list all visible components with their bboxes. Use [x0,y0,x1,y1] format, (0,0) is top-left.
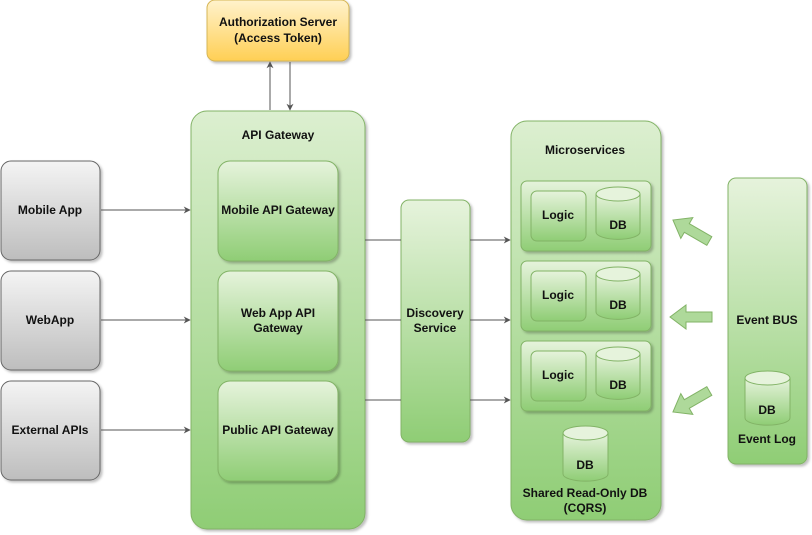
mobile-api-gateway-label: Mobile API Gateway [221,203,335,217]
event-log-db-label: DB [758,403,776,417]
microservice-1[interactable]: Logic DB [520,180,652,252]
web-gateway-label-line1: Web App API [241,306,315,320]
client-external-apis[interactable]: External APIs [0,380,101,481]
db-icon-2 [595,266,641,320]
db-label-3: DB [609,378,627,392]
logic-box-1[interactable] [530,190,587,242]
client-mobile-label: Mobile App [18,203,82,217]
shared-read-only-db[interactable]: DB Shared Read-Only DB (CQRS) [523,425,648,515]
event-arrows [669,216,713,416]
logic-label-2: Logic [542,288,574,302]
event-bus[interactable]: Event BUS DB Event Log [727,177,808,465]
db-icon-3 [595,346,641,400]
shared-db-caption-line1: Shared Read-Only DB [523,486,648,500]
authorization-server-box[interactable]: Authorization Server (Access Token) [206,0,350,62]
event-bus-title: Event BUS [736,313,797,327]
event-arrow-left [669,304,713,330]
mobile-api-gateway[interactable]: Mobile API Gateway [217,160,339,262]
discovery-label-line1: Discovery [406,306,464,320]
microservices-title: Microservices [545,143,625,157]
db-label-2: DB [609,298,627,312]
public-api-gateway-label: Public API Gateway [222,423,334,437]
client-external-label: External APIs [12,423,89,437]
discovery-label-line2: Service [414,321,457,335]
logic-label-3: Logic [542,368,574,382]
web-app-api-gateway[interactable]: Web App API Gateway [217,270,339,372]
discovery-service[interactable]: Discovery Service [400,199,471,443]
client-mobile-app[interactable]: Mobile App [0,160,101,261]
event-log-db-icon [744,370,791,426]
client-webapp[interactable]: WebApp [0,270,101,371]
shared-db-caption-line2: (CQRS) [564,501,607,515]
api-gateway-title: API Gateway [242,128,315,142]
logic-box-3[interactable] [530,350,587,402]
web-gateway-label-line2: Gateway [253,321,303,335]
db-label-1: DB [609,218,627,232]
logic-box-2[interactable] [530,270,587,322]
event-arrow-up-left [672,216,713,247]
auth-server-subtitle: (Access Token) [234,31,322,45]
event-log-label: Event Log [738,432,796,446]
public-api-gateway[interactable]: Public API Gateway [217,380,339,482]
event-arrow-down-left [672,385,713,416]
shared-db-label: DB [576,458,594,472]
logic-label-1: Logic [542,208,574,222]
db-icon-1 [595,186,641,240]
microservice-3[interactable]: Logic DB [520,340,652,412]
auth-server-title: Authorization Server [219,15,337,29]
connectors [101,61,511,434]
microservice-2[interactable]: Logic DB [520,260,652,332]
client-webapp-label: WebApp [26,313,74,327]
